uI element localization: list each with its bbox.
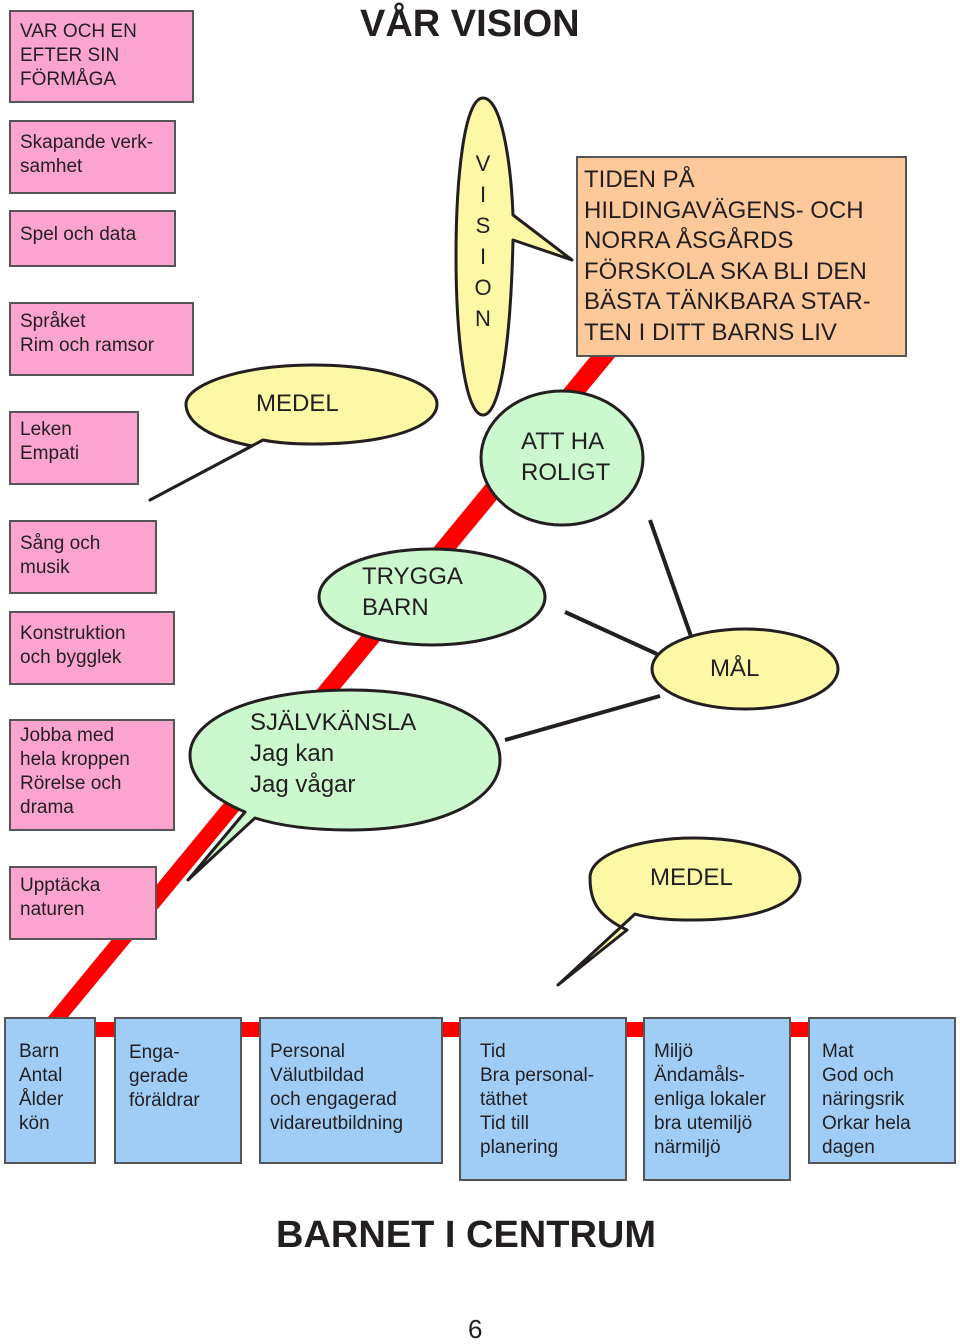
bottom-title: BARNET I CENTRUM [276,1214,656,1256]
bottom-box [4,1017,96,1164]
trygga-barn-label: TRYGGA BARN [362,563,463,621]
left-box [9,210,176,267]
medel-top-bubble [148,363,439,502]
left-box-label: VAR OCH EN EFTER SIN FÖRMÅGA [20,21,137,90]
vision-label: V I S I O N [474,151,492,331]
left-box-label: Jobba med hela kroppen Rörelse och drama [20,725,130,818]
left-box-label: Sång och musik [20,533,101,578]
left-box [9,611,175,685]
bottom-box [114,1017,242,1164]
bottom-box [259,1017,443,1164]
left-box [9,10,194,103]
connector-line [504,694,661,742]
bottom-box [643,1017,791,1181]
connector-line [564,610,658,656]
trygga-barn-bubble [317,547,547,647]
bottom-box-label: Personal Välutbildad och engagerad vidar… [270,1041,404,1134]
bottom-box-label: Mat God och näringsrik Orkar hela dagen [822,1041,911,1158]
sjalvkansla-label: SJÄLVKÄNSLA Jag kan Jag vågar [250,709,417,798]
left-box [9,120,176,194]
left-box-label: Språket Rim och ramsor [20,311,155,356]
att-ha-roligt-label: ATT HA ROLIGT [521,428,611,486]
bottom-box [808,1017,956,1164]
vision-statement-box [576,156,907,357]
left-box-label: Spel och data [20,224,137,245]
left-box [9,719,175,831]
mal-label: MÅL [710,655,760,682]
left-box [9,520,157,594]
left-box-label: Leken Empati [20,419,80,464]
sjalvkansla-bubble [186,688,502,882]
connector-line [648,519,695,643]
bottom-box [459,1017,627,1181]
left-box [9,866,157,940]
vision-statement: TIDEN PÅ HILDINGAVÄGENS- OCH NORRA ÅSGÅR… [584,166,871,346]
page-title: VÅR VISION [360,3,580,45]
left-box-label: Upptäcka naturen [20,875,101,920]
left-box-label: Konstruktion och bygglek [20,623,126,668]
left-box [9,411,139,485]
bottom-box-label: Miljö Ändamåls- enliga lokaler bra utemi… [654,1041,766,1158]
mal-bubble [650,627,840,711]
medel-top-label: MEDEL [256,390,339,417]
bottom-box-label: Enga- gerade föräldrar [129,1042,200,1111]
left-box-label: Skapande verk- samhet [20,132,154,177]
growth-path [44,345,625,1022]
medel-bottom-label: MEDEL [650,864,733,891]
left-box [9,302,194,376]
medel-bottom-bubble [556,836,802,987]
bottom-box-label: Barn Antal Ålder kön [19,1041,64,1134]
page-number: 6 [468,1314,483,1344]
vision-bubble [454,96,574,417]
bottom-box-label: Tid Bra personal- täthet Tid till planer… [480,1041,595,1158]
att-ha-roligt-bubble [479,389,645,527]
